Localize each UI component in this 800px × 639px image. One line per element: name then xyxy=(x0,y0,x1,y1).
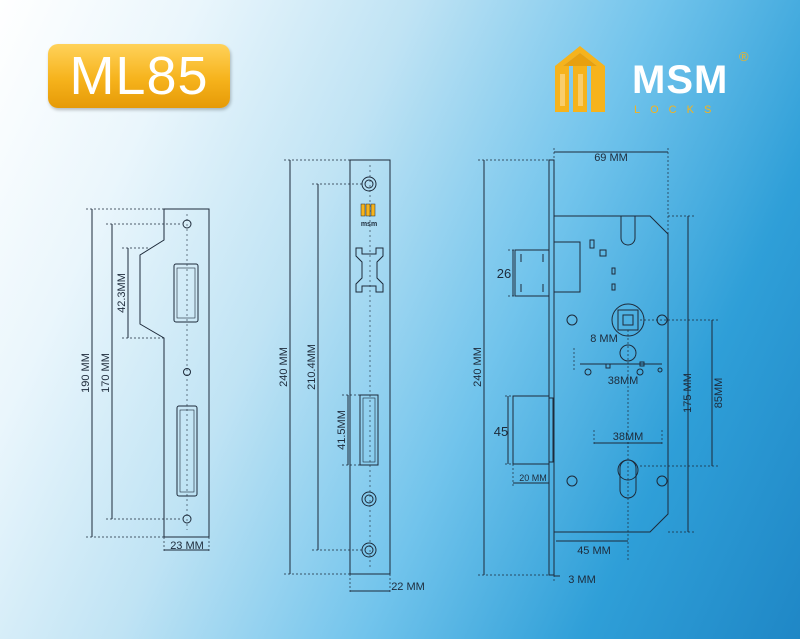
faceplate-slot-label: 41.5MM xyxy=(336,410,348,450)
center-distance-label: 85MM xyxy=(713,378,725,409)
strike-latch-opening-label: 42.3MM xyxy=(116,273,128,313)
faceplate-latch-cutout xyxy=(355,247,384,293)
faceplate-brand-mark: msm xyxy=(361,221,377,228)
strike-hole-span-label: 170 MM xyxy=(100,353,112,393)
strike-window-inner xyxy=(176,267,196,319)
latch-bolt xyxy=(514,249,550,297)
latch-housing xyxy=(553,241,581,293)
strike-window xyxy=(173,263,199,323)
model-badge: ML85 xyxy=(48,44,230,108)
backset-label: 45 MM xyxy=(577,545,611,557)
faceplate-width-label: 22 MM xyxy=(391,581,425,593)
body-faceplate-length-label: 240 MM xyxy=(472,347,484,387)
lockbody-case xyxy=(554,215,669,533)
bolt-size-label: 45 xyxy=(494,424,508,439)
center-38b-label: 38MM xyxy=(613,431,644,443)
latch-size-label: 26 xyxy=(497,266,511,281)
spindle-square xyxy=(617,309,639,331)
spindle-size-label: 8 MM xyxy=(590,333,618,345)
faceplate-screw-top xyxy=(361,176,377,192)
brand-logo-icon xyxy=(555,46,605,112)
model-name: ML85 xyxy=(69,46,209,106)
faceplate-length-label: 240 MM xyxy=(278,347,290,387)
brand-name: MSM xyxy=(632,58,729,102)
strike-total-height-label: 190 MM xyxy=(80,353,92,393)
strike-plate-outline xyxy=(139,208,210,538)
registered-mark: ® xyxy=(739,49,749,64)
body-height-label: 175 MM xyxy=(682,373,694,413)
faceplate-screw-mid xyxy=(361,491,377,507)
follower-slot xyxy=(620,216,636,246)
dead-bolt xyxy=(512,395,550,465)
faceplate-thickness-label: 3 MM xyxy=(568,574,596,586)
brand-subtitle: LOCKS xyxy=(634,104,722,116)
faceplate-screw-bottom xyxy=(361,542,377,558)
faceplate-screw-span-label: 210.4MM xyxy=(306,344,318,390)
strike-width-label: 23 MM xyxy=(170,540,204,552)
faceplate-outline xyxy=(349,159,391,575)
faceplate-bolt-slot xyxy=(359,394,379,466)
lockbody-faceplate xyxy=(548,159,555,576)
bolt-throw-label: 20 MM xyxy=(519,473,547,483)
body-depth-label: 69 MM xyxy=(594,152,628,164)
center-38a-label: 38MM xyxy=(608,375,639,387)
